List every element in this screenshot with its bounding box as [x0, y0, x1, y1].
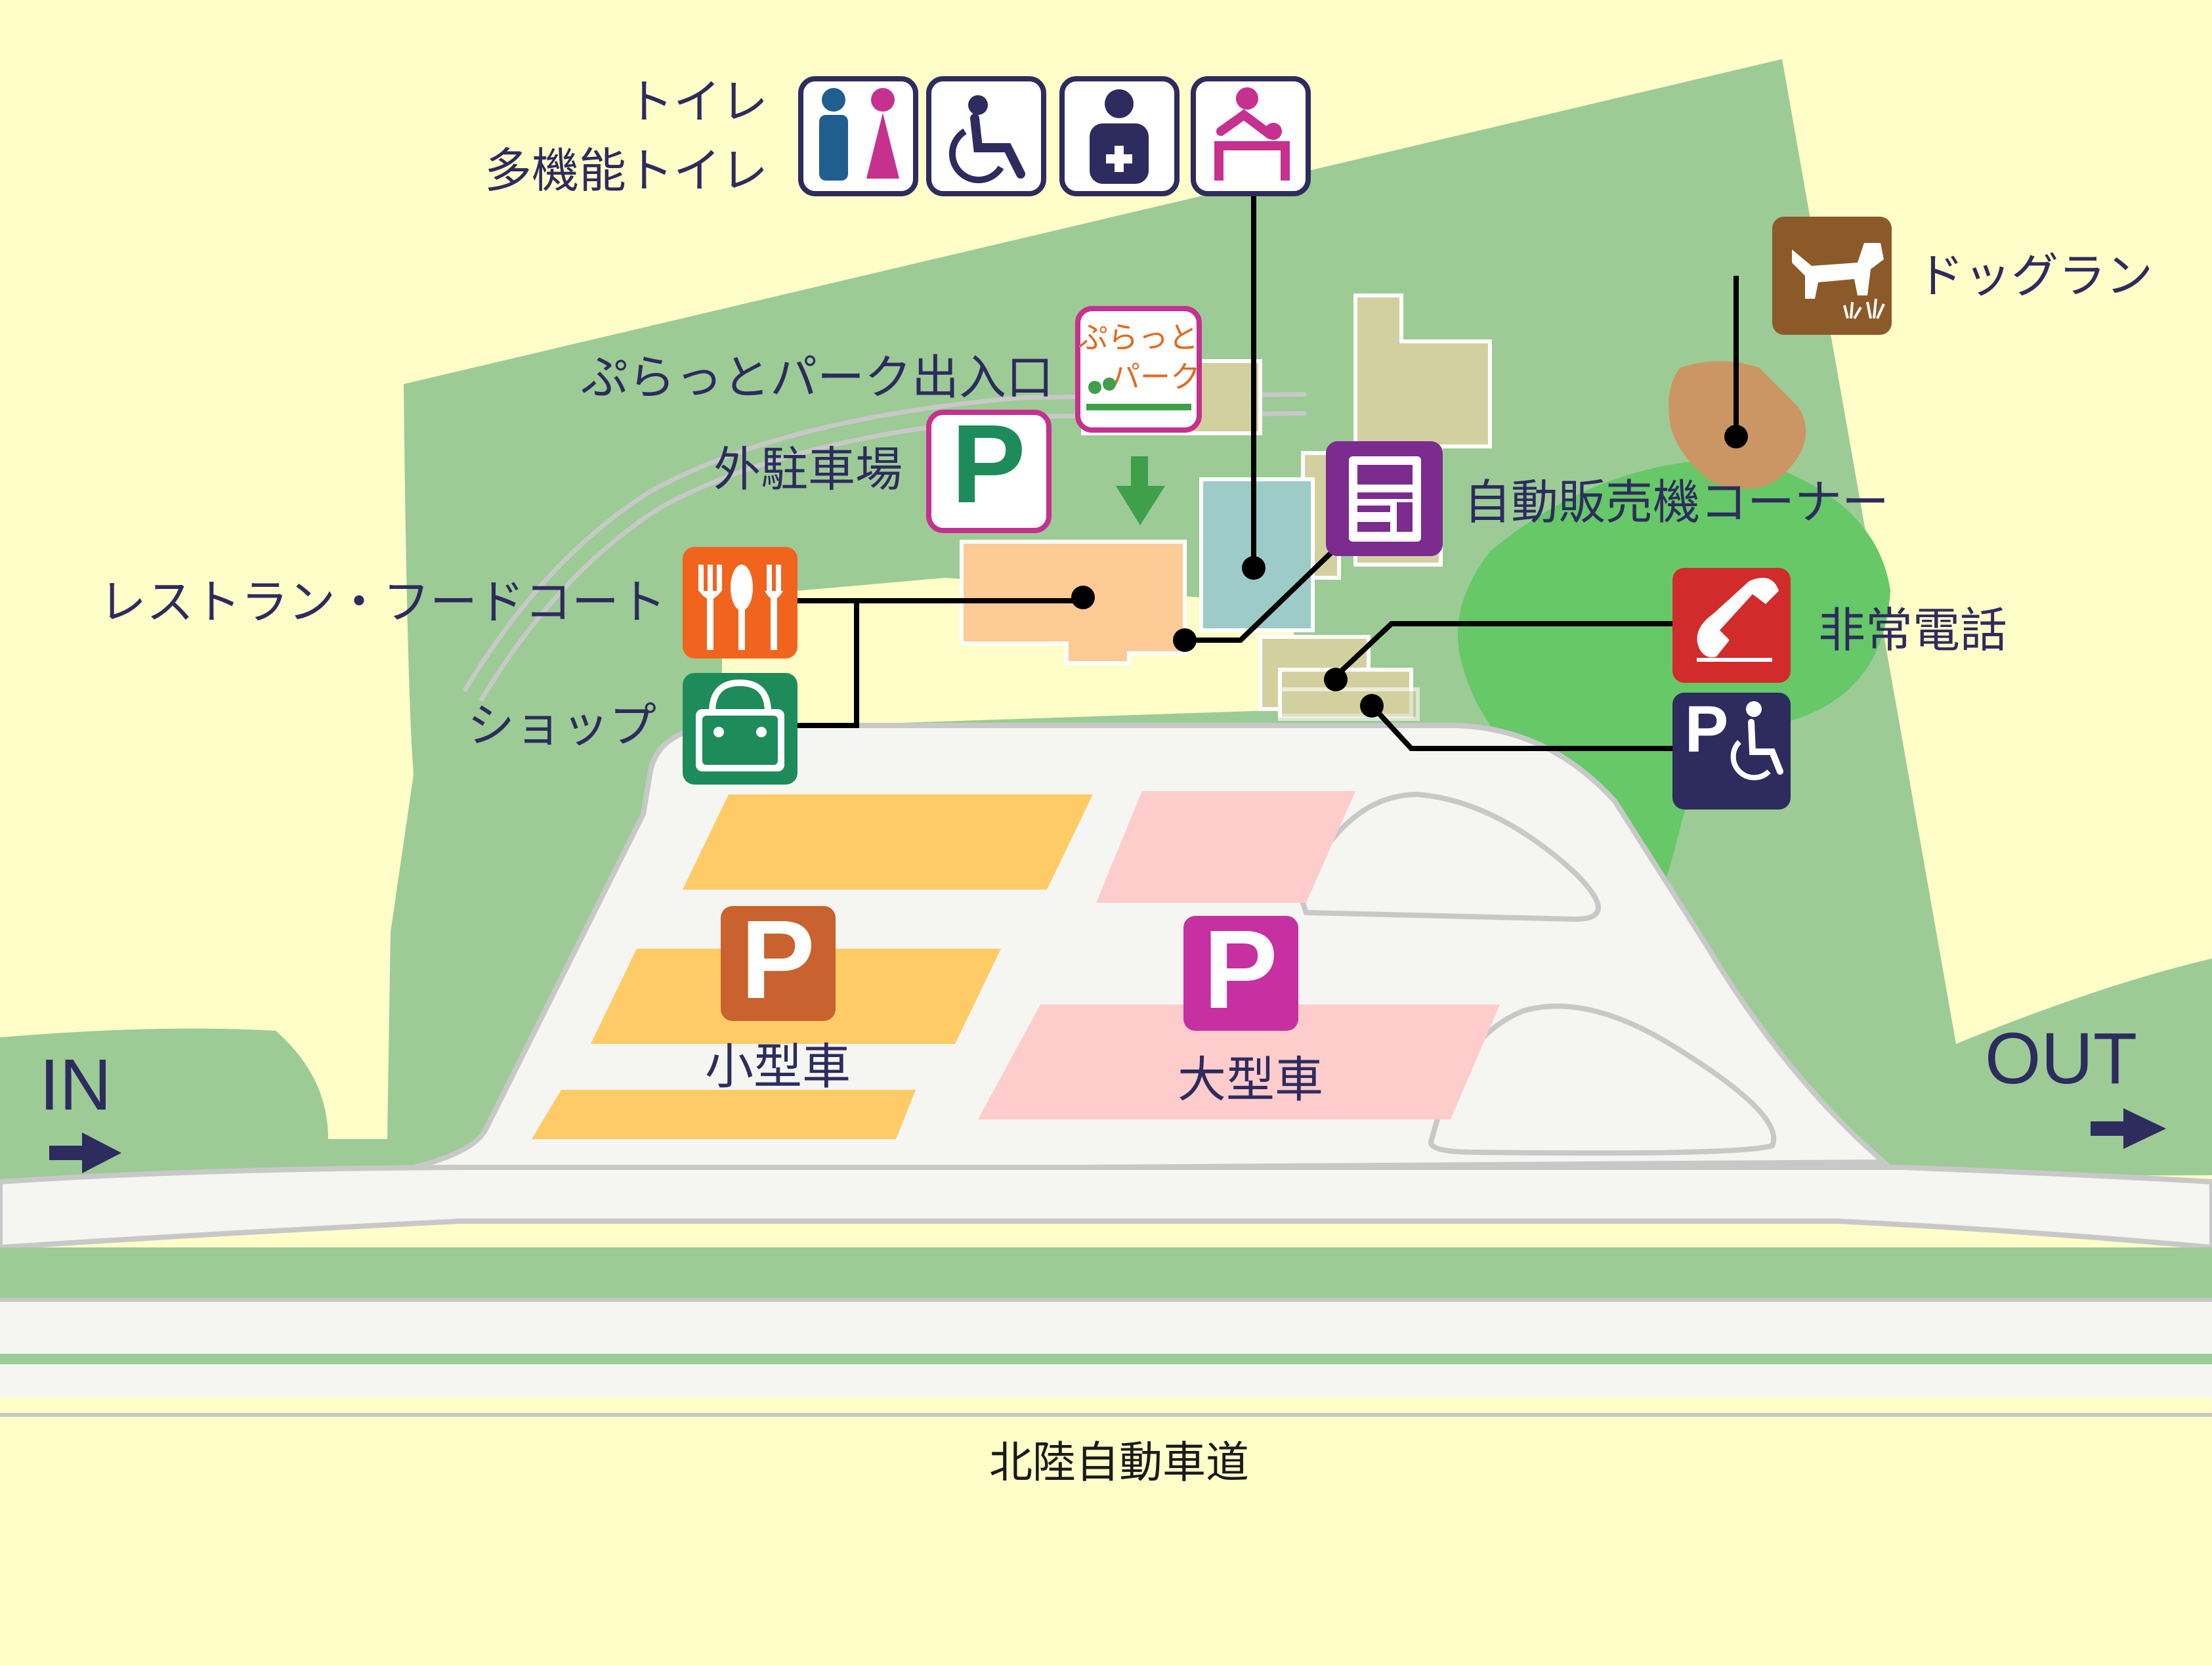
- out-arrow: [2091, 1108, 2166, 1149]
- restaurant-label: レストラン・フードコート: [99, 574, 666, 630]
- disabled-parking-letter: P: [1685, 693, 1729, 766]
- platpark-logo-line1: ぷらっと: [1078, 320, 1199, 355]
- small-car-stalls-3: [532, 1090, 916, 1139]
- expressway-lanes: [0, 1299, 2212, 1397]
- emergency-phone-label: 非常電話: [1818, 603, 2007, 658]
- leader-dots: [1071, 425, 1748, 718]
- small-car-parking-letter: P: [740, 897, 815, 1022]
- emergency-phone-icon: [1672, 568, 1791, 683]
- multipurpose-toilet-label: 多機能トイレ: [484, 143, 768, 198]
- walking-path-inner: [466, 397, 1307, 700]
- platpark-logo-line2: パーク: [1110, 359, 1201, 395]
- outside-parking-icon: P: [926, 402, 1052, 533]
- toilet-icon: [798, 76, 918, 196]
- vending-machine-icon: [1326, 441, 1443, 556]
- shop-bag-icon: [683, 673, 798, 785]
- toilet-label: トイレ: [626, 74, 768, 129]
- median-strip: [0, 1247, 2212, 1299]
- ostomate-icon: [1059, 76, 1180, 196]
- expressway-divider: [0, 1354, 2212, 1364]
- entrance-arrow: [1116, 456, 1165, 525]
- small-car-label: 小型車: [705, 1039, 851, 1095]
- out-label: OUT: [1985, 1018, 2137, 1099]
- service-road: [0, 1165, 2212, 1251]
- small-car-parking-icon: P: [721, 897, 836, 1022]
- large-car-stalls-1: [1096, 791, 1355, 903]
- vending-label: 自動販売機コーナー: [1464, 475, 1889, 530]
- large-car-label: 大型車: [1178, 1052, 1323, 1108]
- large-car-stalls-2: [978, 1005, 1500, 1119]
- traffic-island-lower: [1428, 1003, 1777, 1156]
- large-car-parking-icon: P: [1183, 907, 1298, 1032]
- small-car-stalls-1: [683, 794, 1093, 890]
- restaurant-icon: [683, 547, 798, 659]
- leader-lines: [798, 190, 1739, 751]
- baby-changing-icon: [1191, 76, 1311, 196]
- dog-run-label: ドッグラン: [1917, 248, 2153, 303]
- dog-run-icon: [1772, 217, 1892, 335]
- in-arrow: [49, 1133, 121, 1173]
- traffic-island-upper: [1296, 791, 1601, 922]
- shop-label: ショップ: [467, 698, 656, 753]
- platpark-logo: ぷらっと パーク: [1075, 306, 1202, 433]
- large-car-parking-letter: P: [1203, 907, 1277, 1032]
- in-label: IN: [39, 1045, 112, 1125]
- outside-parking-label: 外駐車場: [713, 442, 903, 497]
- disabled-parking-icon: P: [1672, 693, 1791, 810]
- expressway-label: 北陸自動車道: [989, 1437, 1249, 1488]
- platpark-entrance-label: ぷらっとパーク出入口: [581, 350, 1053, 405]
- wheelchair-toilet-icon: [926, 76, 1046, 196]
- outside-parking-letter: P: [951, 402, 1025, 527]
